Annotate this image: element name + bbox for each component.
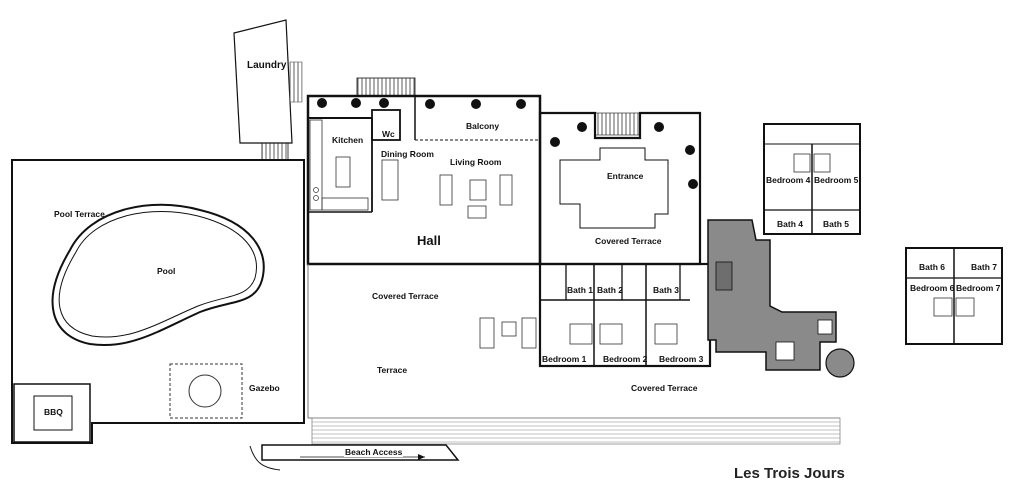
service-fixture-3: [817, 319, 833, 335]
round-room: [825, 348, 855, 378]
covered-terrace-main-label: Covered Terrace: [372, 291, 439, 301]
entrance-steps: [594, 112, 641, 136]
stove-icon: [313, 187, 319, 193]
bbq-inner: [33, 395, 73, 431]
bed-1: [569, 323, 593, 345]
armchair: [467, 205, 487, 219]
bbq: [13, 383, 91, 443]
covered-terrace-entrance-label: Covered Terrace: [595, 236, 662, 246]
bath-5-label: Bath 5: [823, 219, 849, 229]
bedroom-5-label: Bedroom 5: [814, 175, 859, 185]
plan-title: Les Trois Jours: [734, 465, 845, 482]
bed-7: [955, 297, 975, 317]
bedroom-7-label: Bedroom 7: [956, 283, 1001, 293]
living-room-label: Living Room: [450, 157, 502, 167]
coffee-table: [469, 179, 487, 201]
dining-table: [381, 159, 399, 201]
stove-icon-2: [313, 195, 319, 201]
beach-steps: [249, 445, 281, 471]
service-fixture: [715, 261, 733, 291]
bbq-label: BBQ: [44, 407, 63, 417]
bed-3: [654, 323, 678, 345]
bedroom-4-label: Bedroom 4: [766, 175, 811, 185]
kitchen-label: Kitchen: [332, 135, 364, 145]
kitchen-counter-bottom: [321, 197, 369, 211]
pool-terrace-label: Pool Terrace: [54, 209, 105, 219]
laundry-label: Laundry: [247, 60, 287, 71]
covered-terrace-bottom-label: Covered Terrace: [631, 383, 698, 393]
bath-6-label: Bath 6: [919, 262, 945, 272]
wc-room: [371, 109, 401, 141]
kitchen-table: [335, 156, 351, 188]
hall-label: Hall: [417, 233, 441, 248]
bedroom-1-label: Bedroom 1: [542, 354, 587, 364]
terrace-sofa-2: [521, 317, 537, 349]
bed-2: [599, 323, 623, 345]
gazebo-label: Gazebo: [249, 383, 280, 393]
pool-shape-inner: [58, 211, 257, 338]
bedroom-2-label: Bedroom 2: [603, 354, 648, 364]
kitchen-counter: [309, 119, 323, 211]
service-fixture-2: [775, 341, 795, 361]
bath-7-label: Bath 7: [971, 262, 997, 272]
balcony-label: Balcony: [466, 121, 500, 131]
bed-4: [793, 153, 811, 173]
entrance-stairs: [559, 147, 669, 229]
laundry-ramp: [289, 61, 303, 103]
bedroom-3-label: Bedroom 3: [659, 354, 704, 364]
wc-label: Wc: [382, 129, 395, 139]
entrance-label: Entrance: [607, 171, 644, 181]
deck: [311, 417, 841, 445]
bedroom-6-label: Bedroom 6: [910, 283, 955, 293]
bed-6: [933, 297, 953, 317]
pool-label: Pool: [157, 266, 176, 276]
dining-steps: [356, 77, 416, 97]
bed-5: [813, 153, 831, 173]
pool-terrace-boundary: [11, 159, 305, 444]
sofa-left: [439, 174, 453, 206]
service-wing: [707, 219, 837, 371]
bath-1-label: Bath 1: [567, 285, 593, 295]
laundry-outline: [233, 19, 293, 144]
bath-4-label: Bath 4: [777, 219, 803, 229]
sofa-right: [499, 174, 513, 206]
terrace-table: [501, 321, 517, 337]
beach-access-path: [261, 444, 460, 461]
bath-3-label: Bath 3: [653, 285, 679, 295]
dining-room-label: Dining Room: [381, 149, 434, 159]
pool-shape: [51, 203, 265, 347]
bath-2-label: Bath 2: [597, 285, 623, 295]
gazebo: [169, 363, 243, 419]
palm-icons: [317, 98, 698, 189]
laundry-steps: [261, 142, 289, 161]
terrace-label: Terrace: [377, 365, 408, 375]
terrace-sofa: [479, 317, 495, 349]
beach-access-label: Beach Access: [344, 447, 404, 457]
gazebo-table: [188, 374, 222, 408]
